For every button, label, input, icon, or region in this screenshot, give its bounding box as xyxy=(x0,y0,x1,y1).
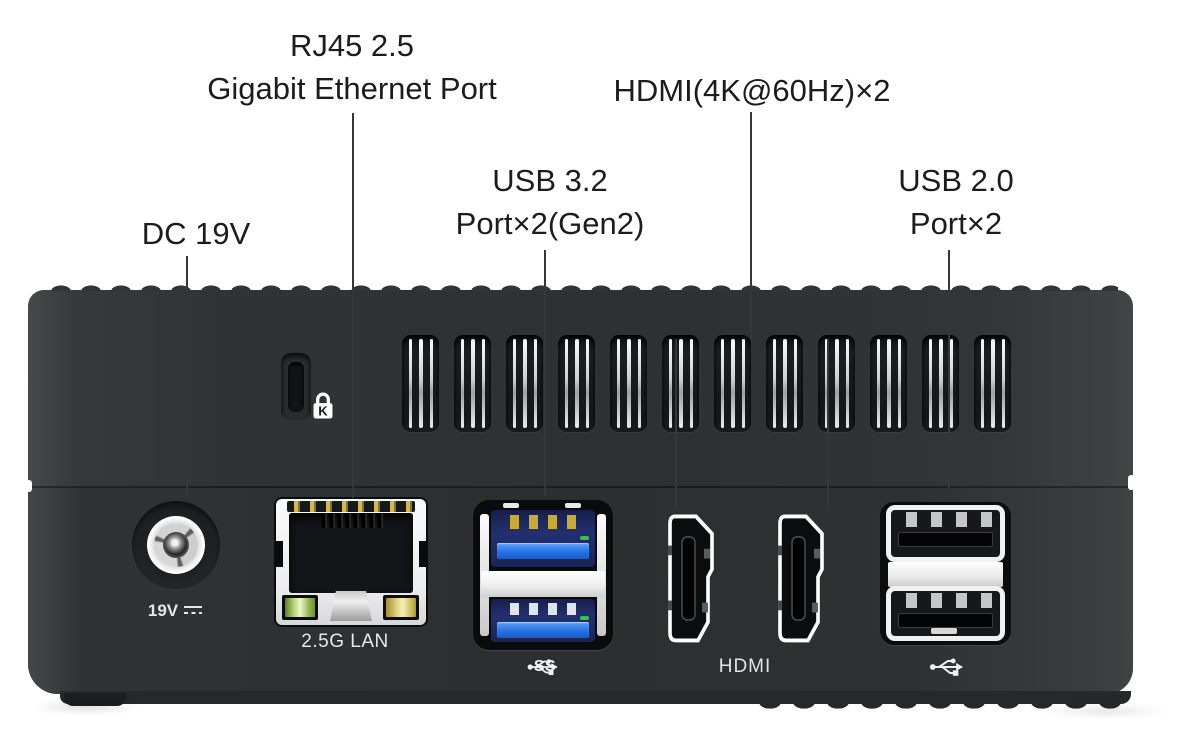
callout-dc-label: DC 19V xyxy=(141,216,251,251)
chassis-top-ridges xyxy=(46,283,1118,291)
svg-text:K: K xyxy=(318,404,328,419)
callout-dc: DC 19V xyxy=(106,212,286,255)
usb2-bottom-tab xyxy=(931,628,957,634)
leader-line-dc xyxy=(186,256,188,496)
leader-line-usb2 xyxy=(948,250,950,488)
vent-slot xyxy=(818,335,855,432)
chassis-seam-line xyxy=(30,486,1131,488)
usb3-led-dot xyxy=(580,536,589,540)
lan-port-label: 2.5G LAN xyxy=(301,631,389,652)
usb3-frame-mark xyxy=(503,503,519,508)
callout-ethernet: RJ45 2.5 Gigabit Ethernet Port xyxy=(182,24,522,110)
callout-hdmi-label: HDMI(4K@60Hz)×2 xyxy=(613,73,891,108)
usb3-frame-mark xyxy=(565,503,581,508)
vent-slot xyxy=(974,335,1011,432)
usb3-port-lower xyxy=(491,599,595,642)
usb3-blue-tongue xyxy=(497,622,589,638)
dc-voltage-symbol-icon xyxy=(184,606,203,616)
vent-slot xyxy=(454,335,491,432)
kensington-lock-icon: K xyxy=(313,392,333,419)
vent-slot xyxy=(402,335,439,432)
vent-slot xyxy=(558,335,595,432)
usb2-ports xyxy=(880,502,1011,645)
leader-line-ethernet xyxy=(352,113,354,498)
vent-slot xyxy=(766,335,803,432)
vent-slot xyxy=(922,335,959,432)
usb-trident-icon xyxy=(527,659,558,675)
vent-slot xyxy=(610,335,647,432)
usb2-port-upper xyxy=(886,505,1005,562)
ethernet-side-clip xyxy=(419,541,426,567)
callout-usb2: USB 2.0 Port×2 xyxy=(856,159,1056,245)
vent-grid xyxy=(402,335,1042,432)
usb2-slot xyxy=(898,532,993,547)
usb2-port-lower xyxy=(886,586,1005,641)
dc-voltage-text: 19V xyxy=(147,601,179,620)
rubber-foot xyxy=(64,693,126,706)
vent-slot xyxy=(662,335,699,432)
seam-notch-left xyxy=(25,480,32,492)
usb3-ports xyxy=(473,500,613,650)
usb3-contacts xyxy=(505,603,581,615)
usb2-separator xyxy=(888,562,1003,587)
ethernet-port xyxy=(276,499,426,625)
hdmi-port-left xyxy=(668,514,714,643)
chassis-base-ridges xyxy=(753,702,1131,717)
leader-line-usb3 xyxy=(544,250,546,496)
leader-line-hdmi-right xyxy=(827,339,829,505)
ss-usb-icon: SS xyxy=(500,655,590,679)
chassis-base xyxy=(60,691,1131,704)
leader-line-hdmi-left xyxy=(675,339,677,509)
ethernet-contact-teeth xyxy=(319,513,383,528)
callout-usb3: USB 3.2 Port×2(Gen2) xyxy=(420,159,680,245)
callout-usb2-line2: Port×2 xyxy=(909,206,1003,241)
drop-shadow xyxy=(6,698,166,716)
leader-line-hdmi-stem xyxy=(750,112,752,340)
ethernet-latch-notch xyxy=(330,591,372,621)
seam-notch-right xyxy=(1128,475,1135,490)
vent-slot xyxy=(870,335,907,432)
usb3-blue-tongue xyxy=(497,543,589,559)
callout-usb3-line2: Port×2(Gen2) xyxy=(455,206,645,241)
usb3-contacts xyxy=(505,515,581,529)
callout-usb2-line1: USB 2.0 xyxy=(898,163,1014,198)
usb2-contacts xyxy=(899,512,993,527)
ethernet-gold-pins xyxy=(287,501,415,512)
drop-shadow xyxy=(1010,702,1200,720)
kensington-lock-hole xyxy=(288,362,304,412)
callout-ethernet-line1: RJ45 2.5 xyxy=(289,28,415,63)
dc-voltage-label: 19V xyxy=(119,600,231,622)
vent-slot xyxy=(714,335,751,432)
usb3-led-dot xyxy=(580,616,589,620)
usb-icon xyxy=(925,656,973,678)
usb2-slot xyxy=(898,613,993,628)
hdmi-port-label: HDMI xyxy=(718,656,772,677)
hdmi-port-right xyxy=(778,514,824,643)
ethernet-led-yellow xyxy=(383,595,419,620)
ethernet-led-green xyxy=(282,595,318,620)
usb3-port-upper xyxy=(491,510,595,567)
vent-slot xyxy=(506,335,543,432)
ethernet-side-clip xyxy=(276,541,283,567)
usb3-separator xyxy=(481,571,605,597)
dc-jack-pin xyxy=(163,532,189,558)
callout-ethernet-line2: Gigabit Ethernet Port xyxy=(207,71,497,106)
usb2-contacts xyxy=(899,593,993,608)
callout-hdmi: HDMI(4K@60Hz)×2 xyxy=(582,69,922,112)
callout-usb3-line1: USB 3.2 xyxy=(492,163,608,198)
ethernet-cavity xyxy=(289,513,413,593)
